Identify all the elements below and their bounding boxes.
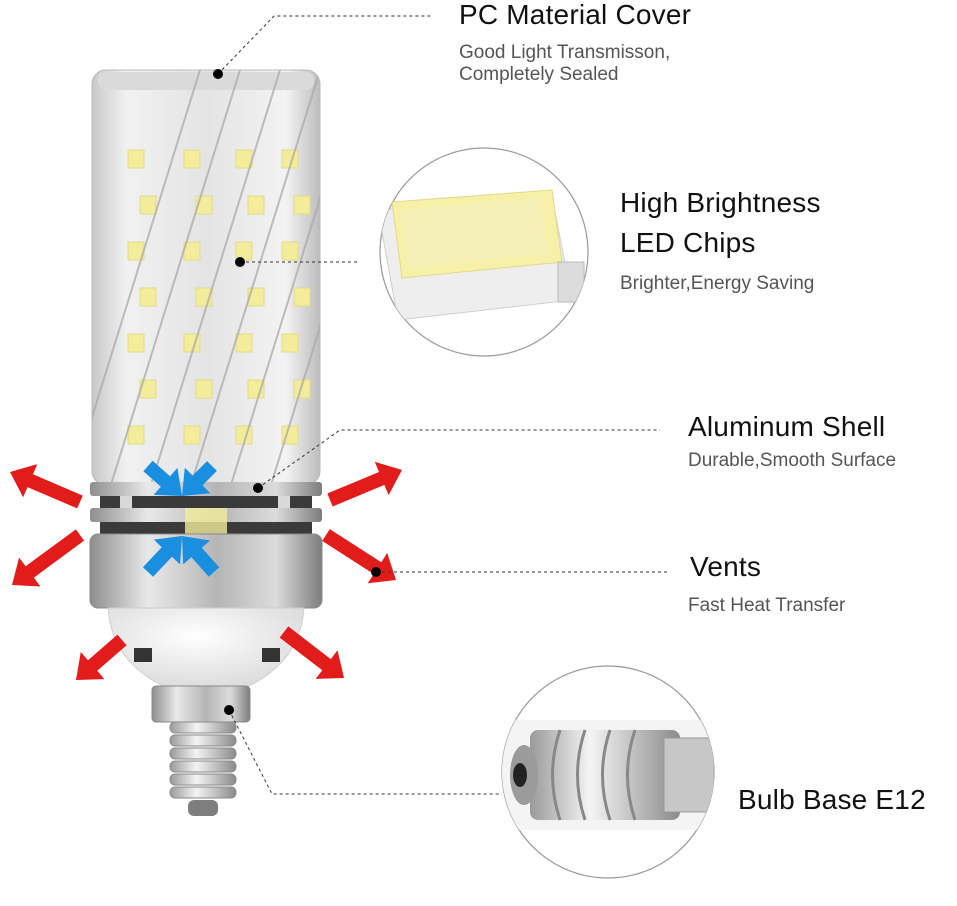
led-chip	[127, 425, 145, 445]
heat-arrow	[76, 634, 127, 680]
thread-ring	[169, 721, 237, 734]
thread-ring	[169, 760, 237, 773]
heat-arrow	[327, 461, 402, 507]
pc-cover	[91, 69, 321, 486]
led-chip	[183, 149, 201, 169]
heat-arrow	[10, 464, 83, 509]
thread-ring	[169, 786, 237, 799]
pc-cover-desc-line2: Completely Sealed	[459, 64, 619, 85]
led-chips-title-line1: High Brightness	[620, 187, 821, 218]
bulb-neck	[107, 607, 305, 691]
vents-title: Vents	[690, 551, 762, 582]
led-chip-inset	[379, 147, 589, 357]
aluminum-shell-desc: Durable,Smooth Surface	[688, 450, 897, 471]
cool-arrow	[182, 536, 220, 577]
callout-dots	[213, 69, 381, 715]
aluminum-shell	[89, 482, 323, 609]
led-chip	[247, 287, 265, 307]
thread-ring	[169, 747, 237, 760]
led-chips-desc: Brighter,Energy Saving	[620, 273, 815, 294]
aluminum-shell-title: Aluminum Shell	[688, 411, 886, 442]
bulb-base-title: Bulb Base E12	[738, 784, 926, 815]
led-chip	[293, 379, 311, 399]
led-chips-title-line2: LED Chips	[620, 227, 756, 258]
cover-reflection-lines	[92, 70, 320, 485]
led-chip	[127, 333, 145, 353]
led-chip	[195, 379, 213, 399]
led-chip	[139, 195, 157, 215]
led-chip	[281, 241, 299, 261]
e12-base	[151, 685, 251, 816]
heat-arrow	[12, 529, 85, 587]
cool-arrow	[182, 461, 217, 496]
base-inset	[501, 665, 715, 879]
pc-cover-desc-line1: Good Light Transmisson,	[459, 42, 671, 63]
heat-arrow	[322, 529, 396, 584]
cool-arrow	[143, 460, 182, 496]
pc-cover-title: PC Material Cover	[459, 0, 692, 30]
thread-ring	[169, 734, 237, 747]
led-chip	[139, 287, 157, 307]
leader-lines	[217, 15, 668, 795]
thread-ring	[169, 773, 237, 786]
led-chip	[281, 333, 299, 353]
led-chip	[183, 425, 201, 445]
led-chip	[235, 333, 253, 353]
heat-arrow	[279, 626, 344, 679]
led-chip	[247, 195, 265, 215]
led-chip	[127, 149, 145, 169]
led-chip	[293, 195, 311, 215]
vents-desc: Fast Heat Transfer	[688, 595, 846, 616]
led-chip	[293, 287, 311, 307]
cool-arrow	[142, 536, 182, 577]
